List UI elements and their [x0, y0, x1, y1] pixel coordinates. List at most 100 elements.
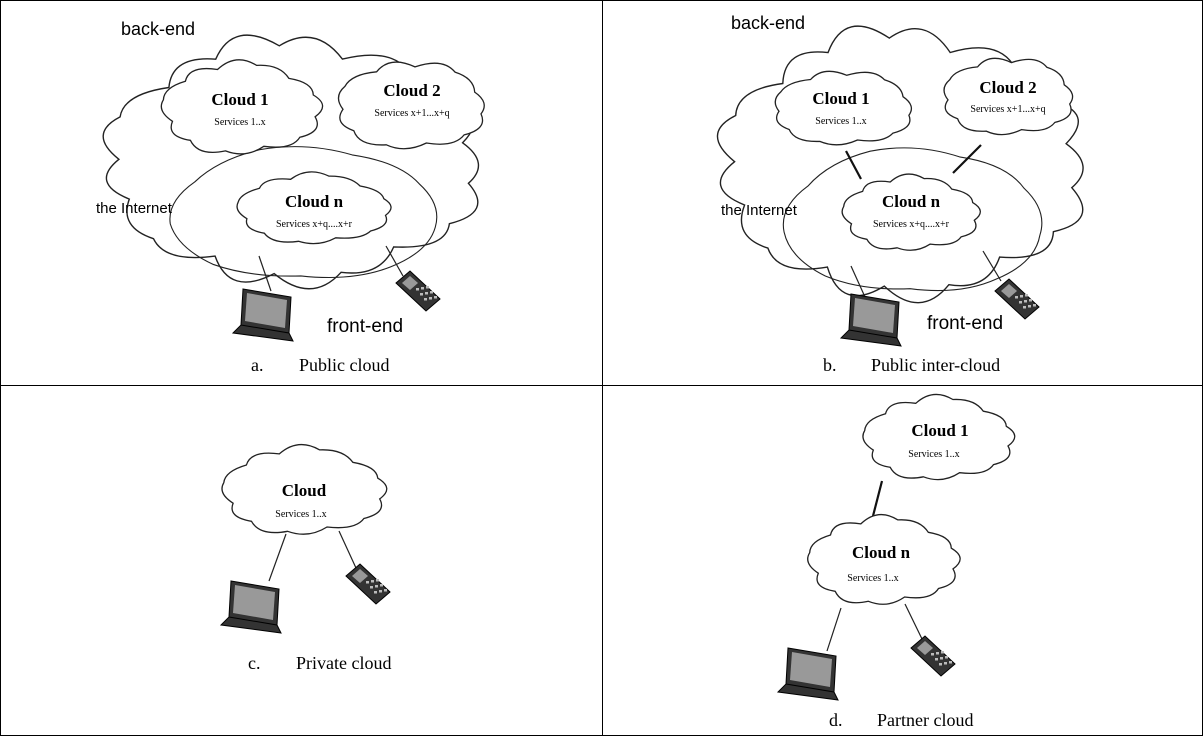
phone-key	[1029, 299, 1032, 302]
cloud-2-services: Services x+1...x+q	[970, 104, 1045, 115]
phone-key	[379, 590, 382, 593]
cloud-outline-inner	[169, 146, 438, 279]
cloud-1-services: Services 1..x	[908, 449, 959, 460]
cloud-name: Cloud	[282, 481, 327, 500]
cloud-outline	[236, 171, 392, 245]
cloud-link	[871, 480, 884, 517]
phone-key	[940, 657, 943, 660]
phone-key	[380, 584, 383, 587]
phone-key	[429, 297, 432, 300]
phone-key	[949, 661, 952, 664]
phone-key	[424, 298, 427, 301]
cloud-1-name: Cloud 1	[911, 421, 968, 440]
cloud-2	[943, 57, 1074, 136]
phone-key	[375, 585, 378, 588]
laptop-screen	[853, 298, 895, 333]
phone-key	[1020, 295, 1023, 298]
phone-body	[345, 563, 391, 605]
back-end-label: back-end	[121, 19, 195, 39]
cloud-outline	[807, 514, 961, 605]
laptop-screen	[245, 293, 287, 328]
mobile-phone-icon	[994, 278, 1040, 320]
cloud-n	[807, 514, 961, 605]
cloud-n-services: Services x+q....x+r	[276, 219, 353, 230]
panel-d-caption: d. Partner cloud	[829, 710, 973, 731]
panel-c-label: c.	[248, 653, 261, 673]
cloud-outline	[160, 59, 324, 155]
cloud-n-name: Cloud n	[852, 543, 911, 562]
phone-key	[944, 662, 947, 665]
cloud-n-services: Services 1..x	[847, 573, 898, 584]
phone-key	[935, 658, 938, 661]
cloud-1-services: Services 1..x	[214, 117, 265, 128]
phone-key	[1019, 301, 1022, 304]
cloud-outline	[337, 61, 485, 150]
cloud-outline	[841, 173, 981, 251]
laptop-screen	[233, 585, 275, 620]
phone-key	[366, 581, 369, 584]
phone-key	[1033, 304, 1036, 307]
mobile-phone-icon	[395, 270, 441, 312]
front-end-link	[826, 603, 924, 652]
cloud-n	[236, 171, 392, 245]
front-end-link	[258, 245, 404, 292]
laptop-icon	[839, 293, 902, 347]
cloud-outline	[221, 444, 388, 535]
phone-screen	[352, 569, 368, 583]
phone-key	[420, 293, 423, 296]
cloud-n	[841, 173, 981, 251]
panel-d-label: d.	[829, 710, 843, 730]
phone-key	[945, 656, 948, 659]
cloud-n-name: Cloud n	[882, 192, 941, 211]
phone-key	[434, 296, 437, 299]
cloud-outline	[943, 57, 1074, 136]
back-end-label: back-end	[731, 13, 805, 33]
cloud-n-name: Cloud n	[285, 192, 344, 211]
private-cloud	[221, 444, 388, 535]
panel-a-label: a.	[251, 355, 264, 375]
phone-key	[416, 288, 419, 291]
phone-key	[371, 580, 374, 583]
panel-d-title: Partner cloud	[877, 710, 974, 730]
cloud-services: Services 1..x	[275, 509, 326, 520]
panel-b-caption: b. Public inter-cloud	[823, 355, 1000, 376]
cloud-1-services: Services 1..x	[815, 116, 866, 127]
cloud-1-name: Cloud 1	[211, 90, 268, 109]
phone-key	[936, 652, 939, 655]
cloud-1	[160, 59, 324, 155]
phone-body	[395, 270, 441, 312]
cloud-n-services: Services x+q....x+r	[873, 219, 950, 230]
cloud-outline	[774, 70, 913, 146]
phone-key	[931, 653, 934, 656]
phone-key	[1015, 296, 1018, 299]
panel-b-title: Public inter-cloud	[871, 355, 1001, 375]
cloud-2-name: Cloud 2	[979, 78, 1036, 97]
phone-key	[384, 589, 387, 592]
panel-a-title: Public cloud	[299, 355, 390, 375]
mobile-phone-icon	[345, 563, 391, 605]
phone-key	[1023, 306, 1026, 309]
phone-key	[941, 651, 944, 654]
phone-key	[426, 286, 429, 289]
phone-key	[1028, 305, 1031, 308]
phone-body	[910, 635, 956, 677]
laptop-icon	[776, 647, 839, 701]
inter-cloud-links	[845, 144, 982, 180]
phone-key	[939, 663, 942, 666]
cloud-2-name: Cloud 2	[383, 81, 440, 100]
panel-b-label: b.	[823, 355, 837, 375]
cloud-2-services: Services x+1...x+q	[374, 108, 449, 119]
laptop-icon	[231, 288, 294, 342]
mobile-phone-icon	[910, 635, 956, 677]
phone-key	[1025, 294, 1028, 297]
cloud-2	[337, 61, 485, 150]
phone-key	[430, 291, 433, 294]
